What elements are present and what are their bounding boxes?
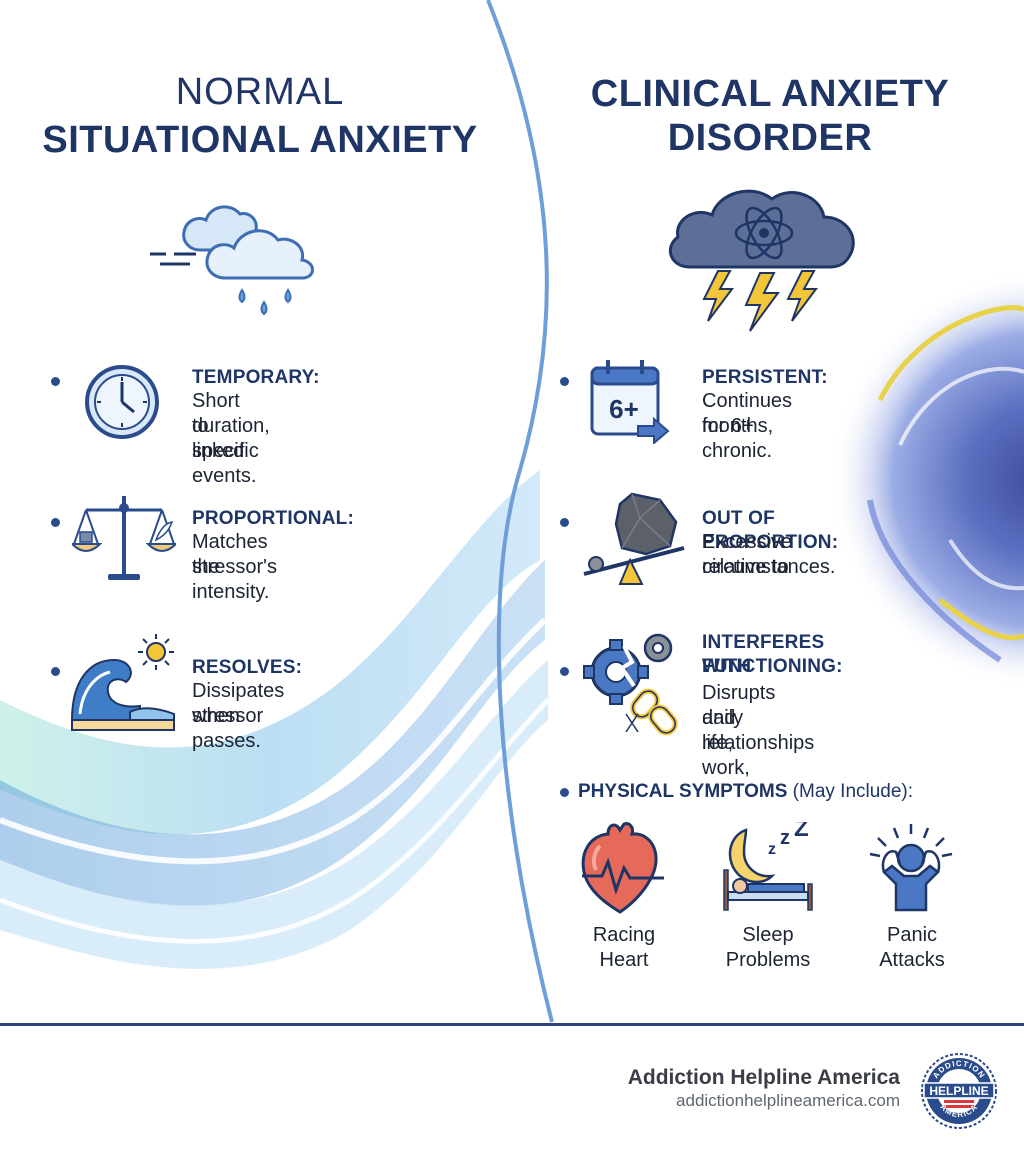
right-title-line-1: CLINICAL ANXIETY — [590, 73, 950, 115]
bullet — [51, 667, 60, 676]
item-title: PERSISTENT: — [702, 367, 828, 388]
symptom-label-line-1: Panic — [886, 924, 938, 946]
svg-text:Z: Z — [794, 822, 809, 842]
calendar-icon: 6+ — [590, 360, 670, 444]
left-title-bold: SITUATIONAL ANXIETY — [42, 119, 478, 161]
item-text-line-1: Short duration, linked — [192, 390, 270, 462]
item-text-line-2: months, chronic. — [702, 415, 774, 462]
left-heading: NORMAL SITUATIONAL ANXIETY — [20, 72, 500, 162]
item-text-line-1: Excessive relative to — [702, 531, 793, 578]
symptom-label-line-2: Heart — [599, 949, 649, 971]
logo-text-mid: HELPLINE — [929, 1084, 988, 1098]
wave-sun-icon — [70, 634, 175, 731]
physical-symptoms-title-rest: (May Include): — [787, 781, 914, 802]
right-title-line-2: DISORDER — [667, 117, 873, 159]
item-text-line-1: Matches the — [192, 531, 268, 578]
symptom-label-line-2: Attacks — [879, 949, 945, 971]
physical-symptoms-title: PHYSICAL SYMPTOMS (May Include): — [578, 780, 913, 804]
item-title: TEMPORARY: — [192, 367, 320, 388]
footer-divider — [0, 1023, 1024, 1026]
calendar-badge: 6+ — [609, 394, 639, 424]
bullet — [560, 788, 569, 797]
brand-url: addictionhelplineamerica.com — [676, 1091, 900, 1110]
bullet — [51, 377, 60, 386]
item-title: PROPORTIONAL: — [192, 508, 354, 529]
item-title: OUT OF PROPORTION: — [702, 508, 839, 553]
item-text-line-2: stressor's intensity. — [192, 556, 277, 603]
clock-icon — [85, 365, 159, 439]
center-divider — [486, 0, 554, 1023]
brand-logo: ADDICTION HELPLINE AMERICA — [921, 1053, 997, 1129]
left-title-light: NORMAL — [175, 71, 345, 113]
item-text-line-1: Continues for 6+ — [702, 390, 793, 437]
bullet — [560, 667, 569, 676]
broken-gear-chain-icon — [583, 633, 678, 736]
item-text-line-2: circumstances. — [702, 556, 836, 578]
item-text-line-2: to specific events. — [192, 415, 259, 487]
heart-icon — [581, 822, 664, 914]
item-title: RESOLVES: — [192, 657, 303, 678]
item-text-line-2: and relationships — [702, 707, 815, 754]
wave-graphic — [0, 470, 550, 969]
seesaw-boulder-icon — [583, 492, 685, 585]
svg-text:z: z — [768, 841, 776, 858]
physical-symptoms-title-bold: PHYSICAL SYMPTOMS — [578, 781, 788, 802]
item-title-line-1: INTERFERES WITH — [702, 632, 825, 677]
right-heading: CLINICAL ANXIETY DISORDER — [560, 72, 980, 160]
panic-icon — [869, 824, 953, 912]
balance-scale-icon — [72, 496, 176, 580]
bullet — [560, 518, 569, 527]
svg-text:z: z — [780, 827, 790, 849]
vortex-graphic — [830, 270, 1024, 690]
brand-name: Addiction Helpline America — [627, 1066, 900, 1089]
bullet — [51, 518, 60, 527]
item-text-line-2: stressor passes. — [192, 705, 264, 752]
symptom-label-line-2: Problems — [725, 949, 811, 971]
storm-cloud-icon — [668, 189, 855, 332]
bullet — [560, 377, 569, 386]
item-text-line-1: Disrupts daily life, work, — [702, 682, 776, 779]
item-text-line-1: Dissipates when — [192, 680, 285, 727]
symptom-label-line-1: Sleep — [742, 924, 794, 946]
light-cloud-rain-icon — [150, 205, 314, 316]
item-title-line-2: FUNCTIONING: — [702, 656, 843, 677]
symptom-label-line-1: Racing — [592, 924, 656, 946]
sleep-icon: z z Z — [723, 822, 813, 911]
